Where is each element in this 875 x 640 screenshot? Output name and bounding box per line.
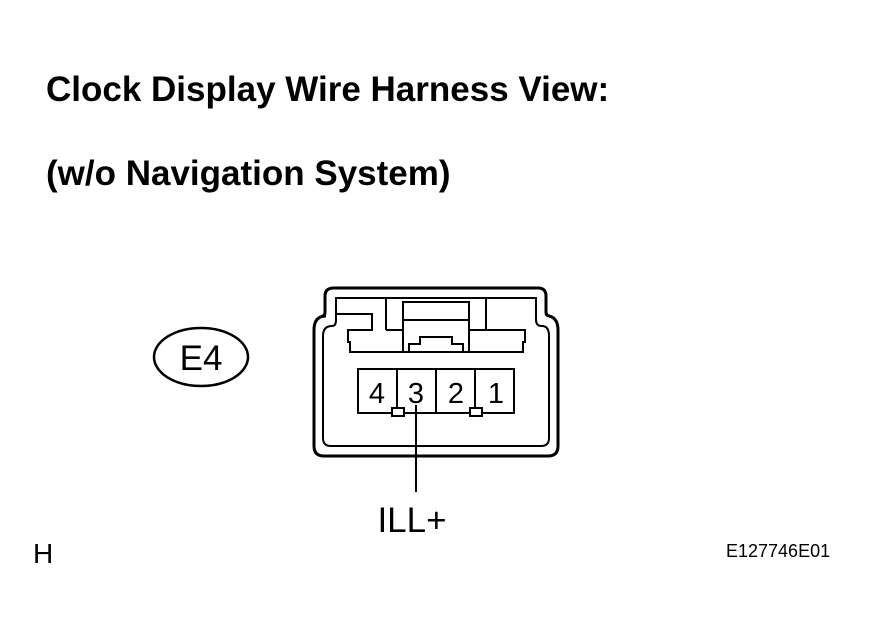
connector-housing-inner [322,297,550,447]
pin-number: 4 [369,378,385,410]
pin-number: 2 [448,378,464,410]
connector-housing-outer [312,286,560,458]
lock-latch-tab [408,336,464,352]
terminal-mark [469,407,483,417]
reference-code: E127746E01 [726,541,831,561]
connector-id-label: E4 [180,339,223,378]
pin-number: 1 [488,378,504,410]
signal-label: ILL+ [377,501,446,540]
connector-id-ellipse [152,326,250,388]
housing-step-lines [336,298,526,353]
diagram-subtitle: (w/o Navigation System) [46,154,451,193]
diagram-title: Clock Display Wire Harness View: [46,70,610,109]
pin-number: 3 [408,378,424,410]
lock-latch [402,301,470,353]
terminal-mark [391,407,405,417]
corner-letter: H [33,538,54,569]
